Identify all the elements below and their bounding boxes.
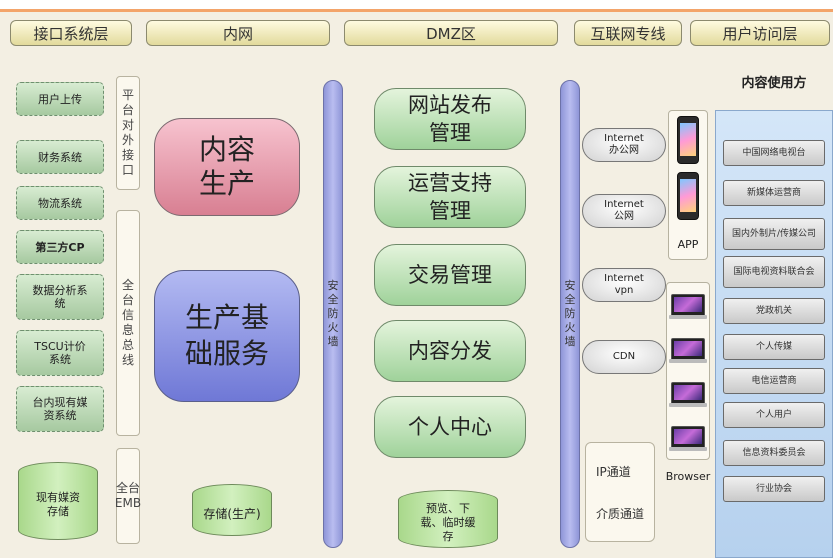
firewall-left-label: 安全防火墙	[327, 279, 339, 348]
media-channel-label: 介质通道	[596, 507, 645, 521]
dmz-item-label: 运营支持管理	[408, 171, 492, 223]
existing-media-storage: 现有媒资存储	[18, 462, 98, 540]
top-rule	[0, 0, 833, 12]
content-user-item: 新媒体运营商	[723, 180, 825, 206]
browser-label: Browser	[665, 470, 711, 483]
interface-system-item: 第三方CP	[16, 230, 104, 264]
content-user-item: 中国网络电视台	[723, 140, 825, 166]
dmz-cache-label: 预览、下载、临时缓存	[420, 502, 476, 543]
header-user-access: 用户访问层	[690, 20, 830, 46]
content-user-item: 国际电视资料联合会	[723, 256, 825, 288]
dmz-item: 个人中心	[374, 396, 526, 458]
cloud-label: Internet 公网	[604, 199, 644, 222]
cloud-icon: CDN	[582, 340, 666, 374]
emb-box: 全台EMB	[115, 448, 141, 544]
production-storage: 存储(生产)	[192, 484, 272, 536]
laptop-icon	[669, 294, 707, 319]
ip-channel-label: IP通道	[596, 465, 631, 479]
production-storage-label: 存储(生产)	[203, 507, 261, 521]
phone-icon	[677, 172, 699, 220]
interface-system-item: 数据分析系统	[16, 274, 104, 320]
content-users-title: 内容使用方	[741, 76, 807, 91]
cloud-label: CDN	[612, 351, 636, 362]
firewall-right-label: 安全防火墙	[564, 279, 576, 348]
dmz-item: 运营支持管理	[374, 166, 526, 228]
content-user-item: 党政机关	[723, 298, 825, 324]
info-bus-box: 全台信息总线	[116, 210, 140, 436]
cloud-icon: Internet 公网	[582, 194, 666, 228]
dmz-item: 内容分发	[374, 320, 526, 382]
production-base-label: 生产基础服务	[184, 301, 269, 370]
content-production-label: 内容生产	[198, 133, 255, 200]
header-interface-layer: 接口系统层	[10, 20, 132, 46]
dmz-item: 交易管理	[374, 244, 526, 306]
cloud-icon: Internet 办公网	[582, 128, 666, 162]
interface-system-item: 台内现有媒资系统	[16, 386, 104, 432]
existing-media-storage-label: 现有媒资存储	[36, 491, 80, 518]
cloud-label: Internet vpn	[604, 273, 644, 296]
platform-interface-box: 平台对外接口	[116, 76, 140, 190]
dmz-item-label: 内容分发	[408, 339, 492, 363]
channel-box: IP通道 介质通道	[585, 442, 655, 542]
firewall-left: 安全防火墙	[323, 80, 343, 548]
content-production-block: 内容生产	[154, 118, 300, 216]
cloud-icon: Internet vpn	[582, 268, 666, 302]
app-label: APP	[677, 238, 699, 251]
interface-system-item: 物流系统	[16, 186, 104, 220]
dmz-cache-storage: 预览、下载、临时缓存	[398, 490, 498, 548]
production-base-block: 生产基础服务	[154, 270, 300, 402]
laptop-icon	[669, 426, 707, 451]
dmz-item: 网站发布管理	[374, 88, 526, 150]
laptop-icon	[669, 382, 707, 407]
cloud-label: Internet 办公网	[604, 133, 644, 156]
content-user-item: 行业协会	[723, 476, 825, 502]
content-user-item: 信息资料委员会	[723, 440, 825, 466]
phone-icon	[677, 116, 699, 164]
interface-system-item: 用户上传	[16, 82, 104, 116]
laptop-icon	[669, 338, 707, 363]
content-user-item: 个人用户	[723, 402, 825, 428]
dmz-item-label: 交易管理	[408, 263, 492, 287]
content-user-item: 个人传媒	[723, 334, 825, 360]
header-internet-line: 互联网专线	[574, 20, 682, 46]
dmz-item-label: 个人中心	[408, 415, 492, 439]
dmz-item-label: 网站发布管理	[408, 93, 492, 145]
content-user-item: 国内外制片/传媒公司	[723, 218, 825, 250]
header-intranet: 内网	[146, 20, 330, 46]
content-user-item: 电信运营商	[723, 368, 825, 394]
firewall-right: 安全防火墙	[560, 80, 580, 548]
interface-system-item: TSCU计价系统	[16, 330, 104, 376]
header-dmz: DMZ区	[344, 20, 558, 46]
interface-system-item: 财务系统	[16, 140, 104, 174]
